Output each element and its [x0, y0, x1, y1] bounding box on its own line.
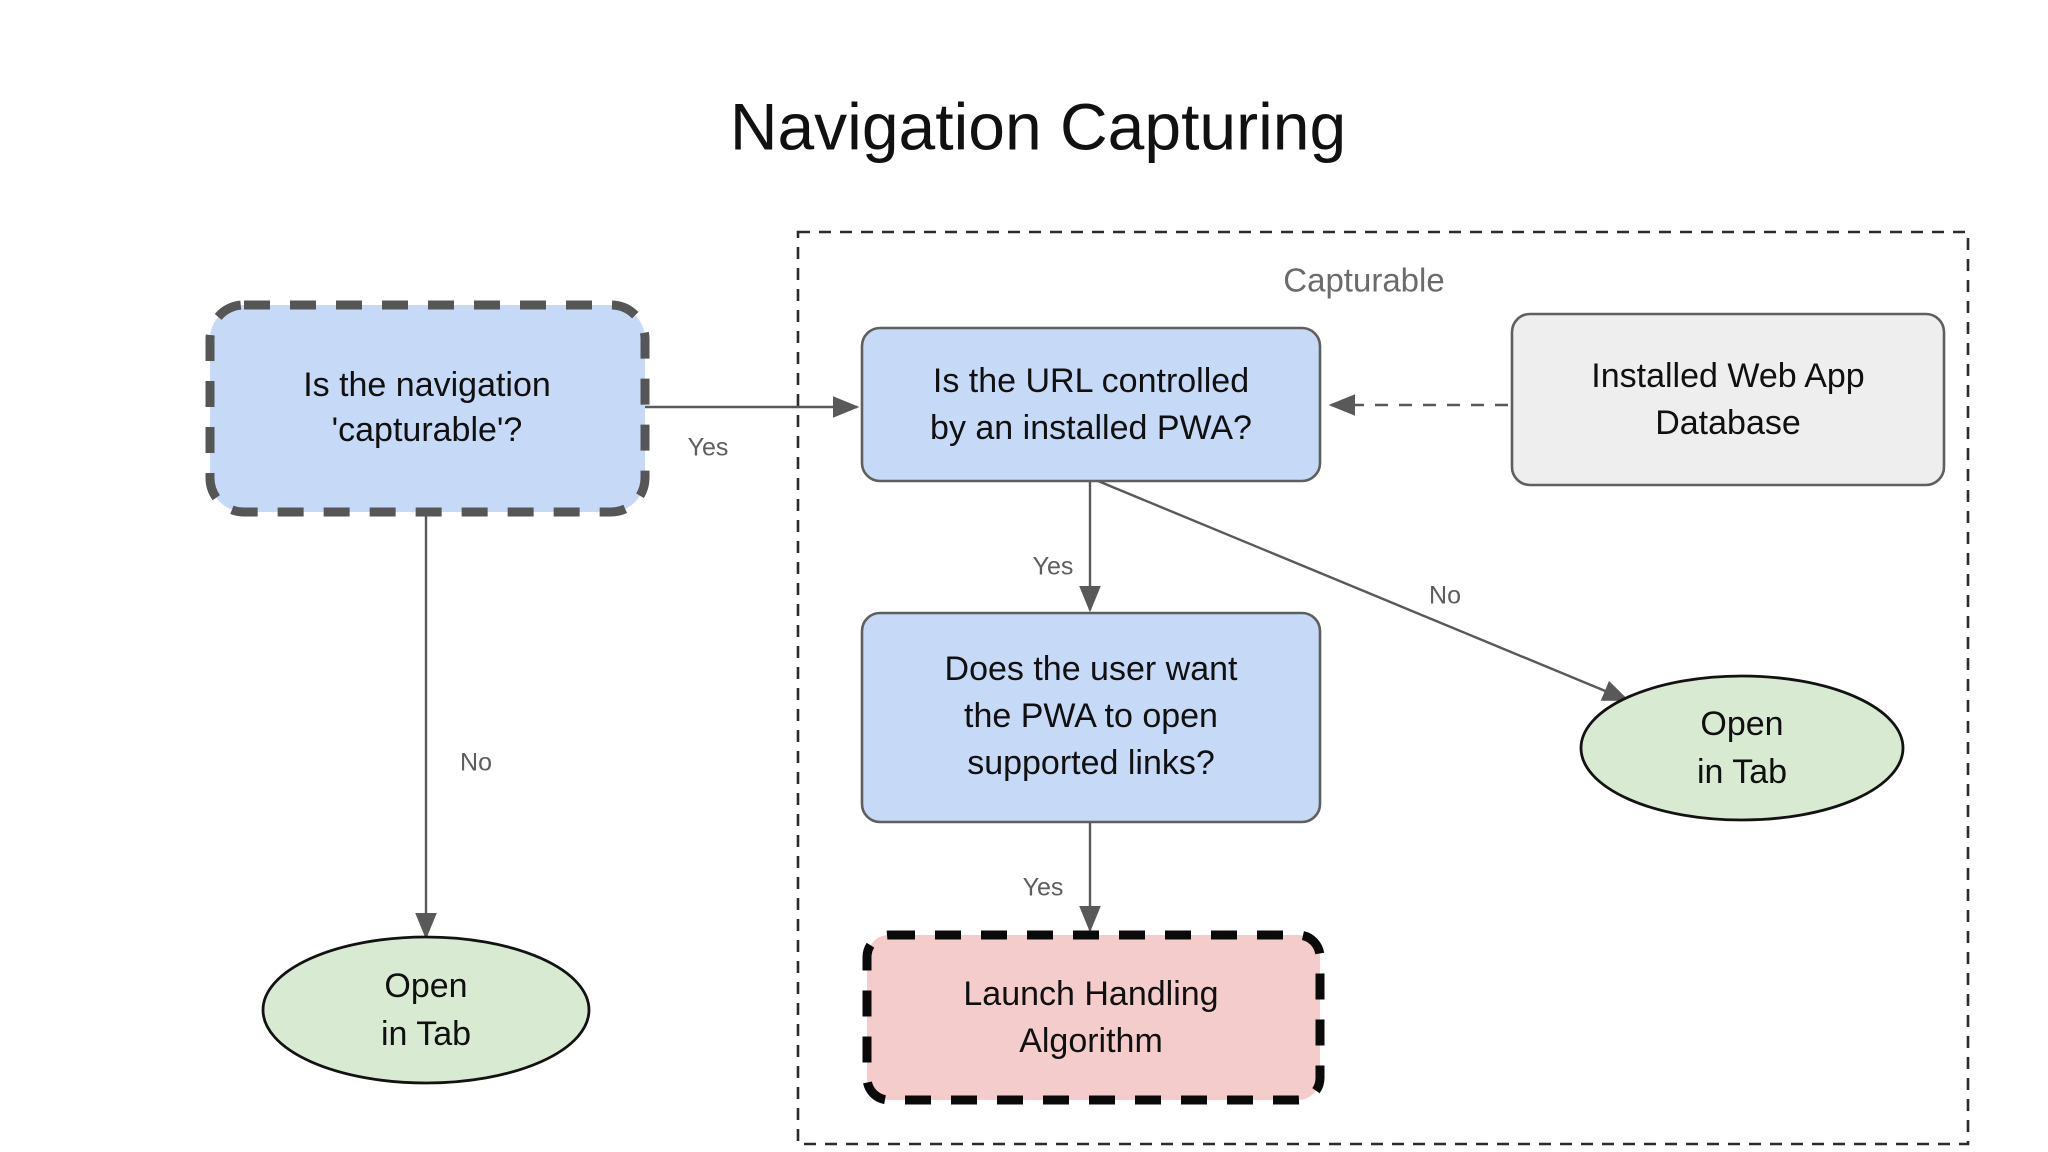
- node-url-decision-shape: [860, 326, 1322, 483]
- node-user-want-decision-line2: the PWA to open: [964, 697, 1218, 735]
- node-database-line1: Installed Web App: [1591, 357, 1864, 395]
- node-database-shape: [1510, 312, 1946, 487]
- node-installed-web-app-database[interactable]: Installed Web App Database: [1510, 312, 1946, 487]
- edge-label-capturable-yes: Yes: [688, 434, 729, 462]
- node-user-want-decision-line1: Does the user want: [945, 650, 1238, 688]
- node-user-want-decision[interactable]: Does the user want the PWA to open suppo…: [860, 611, 1322, 824]
- edge-url-to-tab: [1097, 479, 1630, 702]
- node-url-decision[interactable]: Is the URL controlled by an installed PW…: [860, 326, 1322, 483]
- capturable-group-label: Capturable: [1283, 262, 1444, 299]
- node-database-line2: Database: [1655, 404, 1801, 442]
- node-capturable-decision-line2: 'capturable'?: [332, 411, 523, 449]
- edge-label-capturable-no: No: [460, 749, 492, 777]
- edge-label-url-yes: Yes: [1033, 553, 1074, 581]
- node-open-in-tab-left-shape: [261, 935, 591, 1085]
- edge-label-user-want-yes: Yes: [1023, 874, 1064, 902]
- node-url-decision-line2: by an installed PWA?: [930, 409, 1252, 447]
- edge-label-url-no: No: [1429, 582, 1461, 610]
- node-capturable-decision[interactable]: Is the navigation 'capturable'?: [205, 300, 650, 517]
- node-user-want-decision-line3: supported links?: [967, 744, 1215, 782]
- node-open-in-tab-right-line1: Open: [1700, 705, 1783, 743]
- node-open-in-tab-left[interactable]: Open in Tab: [261, 935, 591, 1085]
- node-url-decision-line1: Is the URL controlled: [933, 362, 1249, 400]
- node-user-want-decision-shape: [860, 611, 1322, 824]
- node-open-in-tab-left-line2: in Tab: [381, 1015, 471, 1053]
- capturable-group-container: [796, 230, 1970, 1146]
- node-capturable-decision-line1: Is the navigation: [303, 366, 551, 404]
- node-open-in-tab-left-line1: Open: [384, 967, 467, 1005]
- node-launch-handling-line2: Algorithm: [1019, 1022, 1163, 1060]
- node-open-in-tab-right-shape: [1579, 674, 1905, 822]
- page-title: Navigation Capturing: [730, 89, 1346, 163]
- node-open-in-tab-right[interactable]: Open in Tab: [1579, 674, 1905, 822]
- node-launch-handling-algorithm[interactable]: Launch Handling Algorithm: [862, 930, 1325, 1105]
- node-launch-handling-line1: Launch Handling: [963, 975, 1218, 1013]
- node-capturable-decision-shape: [205, 300, 650, 517]
- node-open-in-tab-right-line2: in Tab: [1697, 753, 1787, 791]
- node-launch-handling-shape: [862, 930, 1325, 1105]
